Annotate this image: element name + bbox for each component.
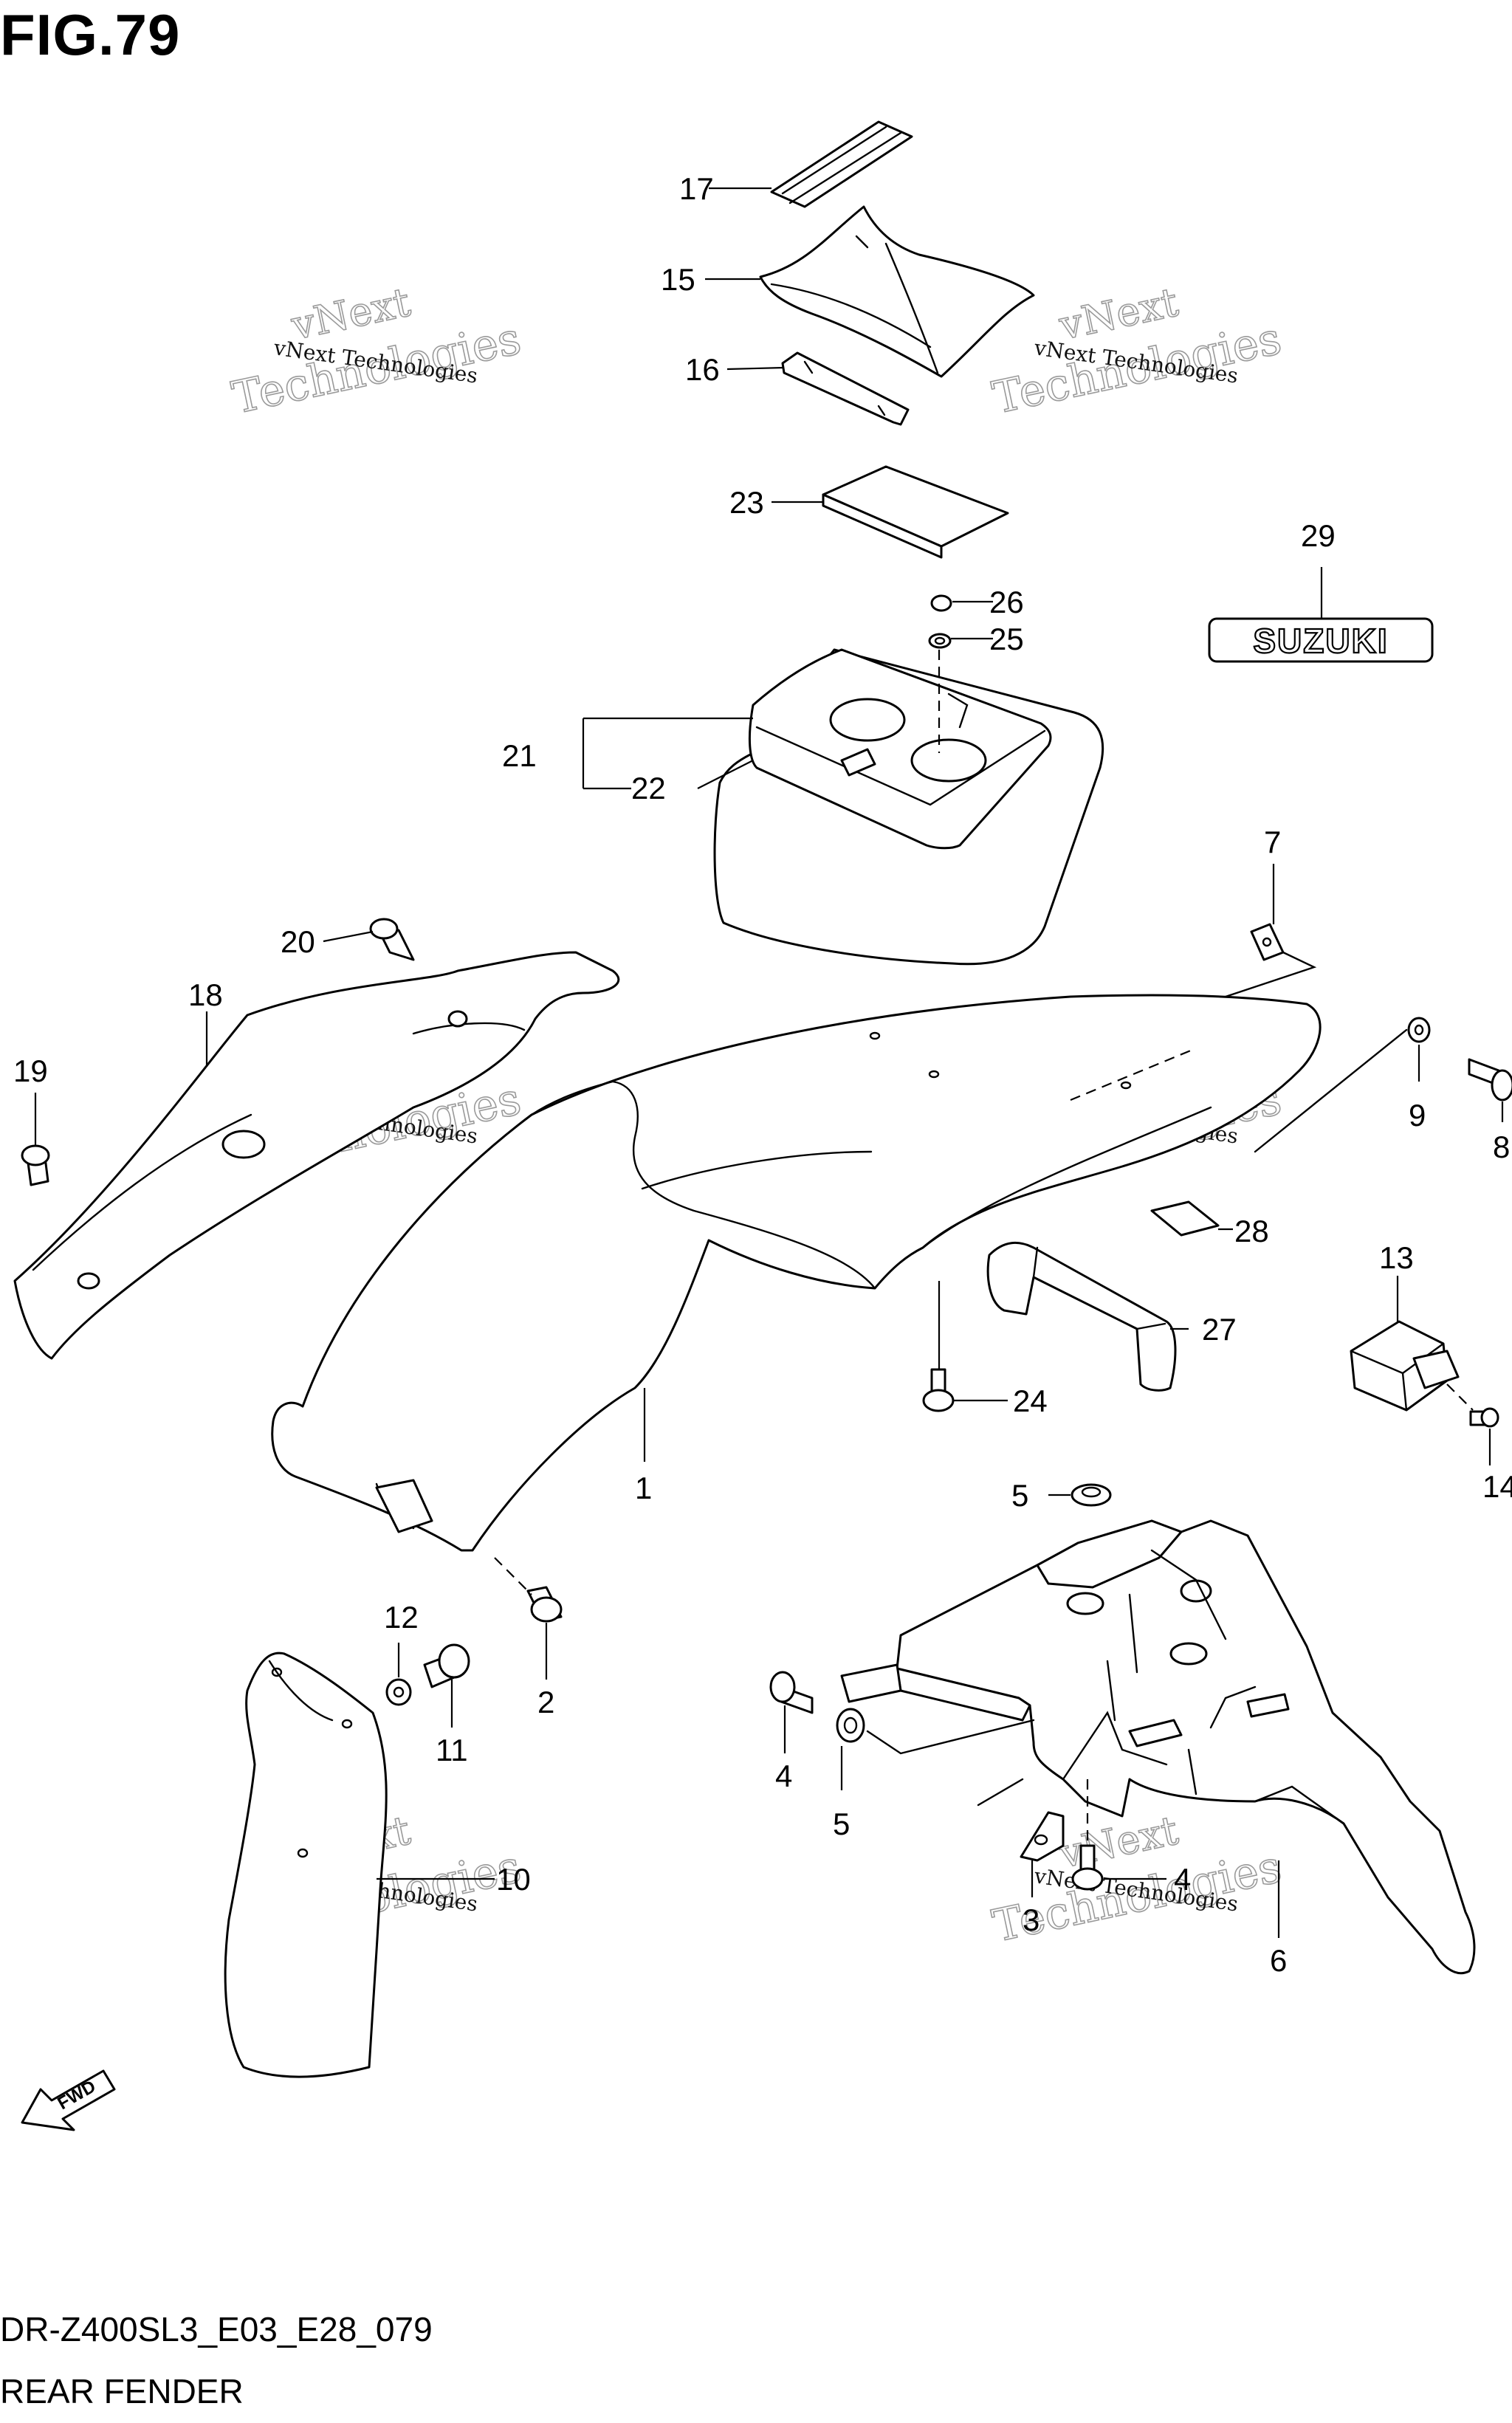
part-23-plate	[822, 465, 1009, 559]
part-2-bolt	[526, 1586, 563, 1623]
part-4-bolt-lower	[1071, 1844, 1104, 1891]
emblem-text: SUZUKI	[1253, 622, 1388, 660]
watermark-top-right: vNext Technologies vNext Technologies	[988, 278, 1287, 425]
part-21-tool-tray	[748, 648, 1052, 850]
callout-8: 8	[1493, 1130, 1510, 1164]
part-20-bolt	[369, 918, 415, 961]
callout-4-left: 4	[775, 1759, 792, 1793]
part-1-rear-fender	[271, 994, 1322, 1552]
callout-10: 10	[496, 1862, 531, 1897]
part-24-bolt	[922, 1368, 955, 1412]
callout-16: 16	[685, 352, 720, 387]
callout-24: 24	[1013, 1384, 1048, 1418]
part-6-bracket-detail	[840, 1519, 1345, 1825]
callout-14: 14	[1482, 1469, 1512, 1504]
part-26-nut	[930, 594, 952, 612]
callout-22: 22	[631, 771, 666, 805]
callout-2: 2	[537, 1685, 554, 1719]
part-6-fender-bracket	[896, 1519, 1476, 1975]
callout-6: 6	[1270, 1943, 1287, 1978]
part-18-side-cover	[13, 951, 620, 1360]
part-13-relay	[1350, 1320, 1460, 1412]
part-14-screw	[1469, 1407, 1499, 1428]
part-11-bolt	[423, 1643, 470, 1688]
callout-7: 7	[1264, 825, 1281, 859]
fwd-direction-arrow: FWD	[21, 2069, 116, 2131]
callout-26: 26	[989, 585, 1024, 619]
callout-9: 9	[1409, 1098, 1426, 1133]
watermark-top-left: vNext Technologies vNext Technologies	[227, 278, 526, 425]
section-name: REAR FENDER	[0, 2372, 244, 2410]
part-16-tool	[781, 351, 910, 426]
callout-13: 13	[1379, 1240, 1414, 1275]
part-15-tool-bag	[759, 205, 1035, 378]
part-9-washer	[1407, 1017, 1431, 1043]
part-12-washer	[385, 1678, 412, 1706]
callout-17: 17	[679, 171, 714, 206]
callout-25: 25	[989, 622, 1024, 656]
leader-lines	[34, 187, 1504, 1938]
callout-5-lower: 5	[833, 1807, 850, 1841]
callout-labels: 17 15 16 23 26 25 29 21 22 7 20 18 19 9 …	[13, 171, 1512, 1978]
callout-1: 1	[635, 1471, 652, 1505]
callout-19: 19	[13, 1054, 48, 1088]
part-4-bolt-left	[769, 1671, 814, 1714]
part-27-handle	[986, 1241, 1177, 1392]
part-5-grommet-lower	[836, 1708, 865, 1743]
callout-23: 23	[729, 485, 764, 520]
callout-21: 21	[502, 738, 537, 773]
callout-27: 27	[1202, 1312, 1237, 1347]
part-3-clip-nut	[1020, 1811, 1065, 1862]
callout-12: 12	[384, 1600, 419, 1635]
model-code: DR-Z400SL3_E03_E28_079	[0, 2310, 433, 2348]
part-19-bolt	[21, 1144, 50, 1186]
callout-29: 29	[1301, 518, 1336, 553]
part-28-pad	[1150, 1200, 1220, 1237]
part-17-strap	[770, 120, 913, 208]
part-10-mud-guard	[224, 1652, 388, 2078]
callout-3: 3	[1023, 1903, 1040, 1937]
callout-28: 28	[1234, 1214, 1269, 1248]
callout-15: 15	[661, 262, 695, 297]
figure-title: FIG.79	[0, 2, 181, 67]
part-8-bolt	[1468, 1058, 1512, 1101]
callout-4-lower: 4	[1174, 1862, 1191, 1897]
part-25-washer	[928, 633, 952, 649]
part-5-grommet-upper	[1071, 1483, 1112, 1507]
part-29-suzuki-emblem: SUZUKI	[1208, 617, 1434, 663]
part-7-clip	[1250, 923, 1285, 961]
callout-20: 20	[281, 924, 315, 959]
callout-18: 18	[188, 977, 223, 1012]
callout-11: 11	[436, 1733, 468, 1767]
callout-5-upper: 5	[1011, 1478, 1028, 1513]
